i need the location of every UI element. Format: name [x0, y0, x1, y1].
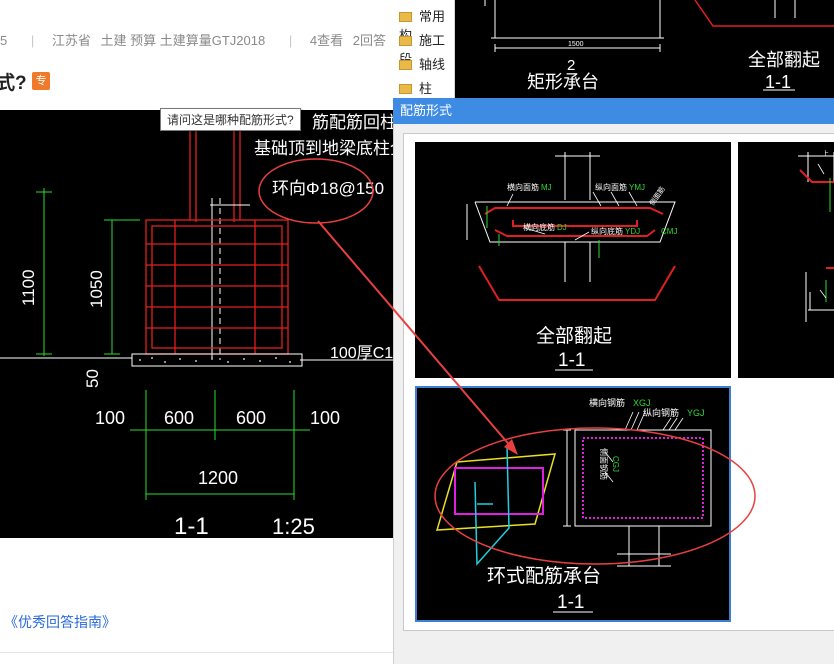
tree-item-axis[interactable]: 轴线 — [399, 54, 445, 73]
dialog-title: 配筋形式 — [400, 103, 453, 118]
top-preview-right-section: 1-1 — [765, 72, 791, 92]
drawing-cushion-label: 100厚C15 — [330, 345, 393, 362]
opt1-top-longitudinal: 纵向面筋 — [595, 182, 627, 192]
expert-badge: 专 — [32, 72, 50, 90]
dim-50: 50 — [83, 369, 102, 388]
top-preview-right-caption: 全部翻起 — [748, 50, 820, 70]
top-preview: 1500 2 矩形承台 全部翻起 1-1 — [455, 0, 834, 98]
opt1-bottom-longitudinal: 纵向底筋 — [591, 226, 623, 236]
option-second-layout[interactable]: 上 — [738, 142, 834, 378]
drawing-section-label: 1-1 — [174, 513, 209, 538]
tree-item-column[interactable]: 柱 — [399, 78, 432, 97]
option-ring-reinforcement[interactable]: 横向钢筋 XGJ 纵向钢筋 YGJ 侧面钢筋 CGJ 环式配筋承台 1-1 — [415, 386, 731, 622]
opt1-top-longitudinal-code: YMJ — [629, 183, 645, 192]
meta-views: 4查看 — [309, 33, 344, 48]
dim-1200: 1200 — [198, 468, 238, 488]
opt2-top-label: 上 — [822, 149, 829, 158]
dim-100-right: 100 — [310, 408, 340, 428]
opt3-side: 侧面钢筋 — [599, 448, 609, 480]
opt1-side-code: CMJ — [661, 227, 677, 236]
meta-answers: 2回答 — [352, 33, 386, 48]
opt3-transverse-code: XGJ — [633, 398, 651, 408]
drawing-heading-2: 基础顶到地梁底柱全高加 — [254, 139, 393, 158]
folder-icon — [399, 36, 412, 46]
question-title: 式? — [0, 73, 27, 94]
dim-600-right: 600 — [236, 408, 266, 428]
opt1-section: 1-1 — [558, 350, 585, 371]
opt1-name: 全部翻起 — [536, 325, 612, 347]
meta-prefix: 5 — [0, 33, 8, 48]
opt3-name: 环式配筋承台 — [487, 565, 601, 587]
opt1-bottom-transverse: 横向底筋 — [523, 222, 555, 232]
opt1-side-note: 侧面筋 — [647, 185, 666, 207]
opt1-top-transverse-code: MJ — [541, 183, 552, 192]
drawing-scale-label: 1:25 — [272, 514, 315, 538]
opt3-longitudinal: 纵向钢筋 — [643, 407, 679, 418]
question-drawing[interactable]: 筋配筋回柱 基础顶到地梁底柱全高加 环向Φ18@150 100厚C15 100 … — [0, 110, 393, 538]
folder-icon — [399, 84, 412, 94]
divider — [0, 652, 393, 653]
drawing-tooltip: 请问这是哪种配筋形式? — [160, 108, 301, 131]
dim-1050: 1050 — [87, 270, 106, 308]
option-full-bent-up[interactable]: 横向面筋 MJ 纵向面筋 YMJ 横向底筋 DJ 纵向底筋 YDJ CMJ 侧面… — [415, 142, 731, 378]
top-preview-number: 2 — [567, 57, 575, 74]
meta-category[interactable]: 土建 预算 土建算量GTJ2018 — [100, 33, 266, 48]
folder-icon — [399, 12, 412, 22]
dim-1100: 1100 — [19, 269, 38, 306]
meta-region[interactable]: 江苏省 — [51, 33, 91, 48]
answer-guide-link[interactable]: 《优秀回答指南》 — [4, 614, 116, 630]
drawing-heading-1: 筋配筋回柱 — [312, 113, 393, 132]
opt1-bottom-longitudinal-code: YDJ — [625, 227, 640, 236]
opt1-top-transverse: 横向面筋 — [507, 182, 539, 192]
dim-100-left: 100 — [95, 408, 125, 428]
component-tree: 常用构 施工段 轴线 柱 — [393, 0, 455, 98]
dialog-title-bar[interactable]: 配筋形式 — [393, 98, 834, 124]
opt3-longitudinal-code: YGJ — [687, 408, 705, 418]
opt3-section: 1-1 — [557, 592, 584, 613]
top-preview-dim: 1500 — [568, 41, 584, 48]
opt3-side-code: CGJ — [611, 456, 620, 472]
dim-600-left: 600 — [164, 408, 194, 428]
question-meta: 5 | 江苏省 土建 预算 土建算量GTJ2018 | 4查看 2回答 — [0, 33, 386, 48]
drawing-hoop-label: 环向Φ18@150 — [272, 179, 384, 198]
opt3-transverse: 横向钢筋 — [589, 397, 625, 408]
opt1-bottom-transverse-code: DJ — [557, 223, 567, 232]
folder-icon — [399, 60, 412, 70]
top-preview-left-caption: 矩形承台 — [527, 72, 599, 92]
